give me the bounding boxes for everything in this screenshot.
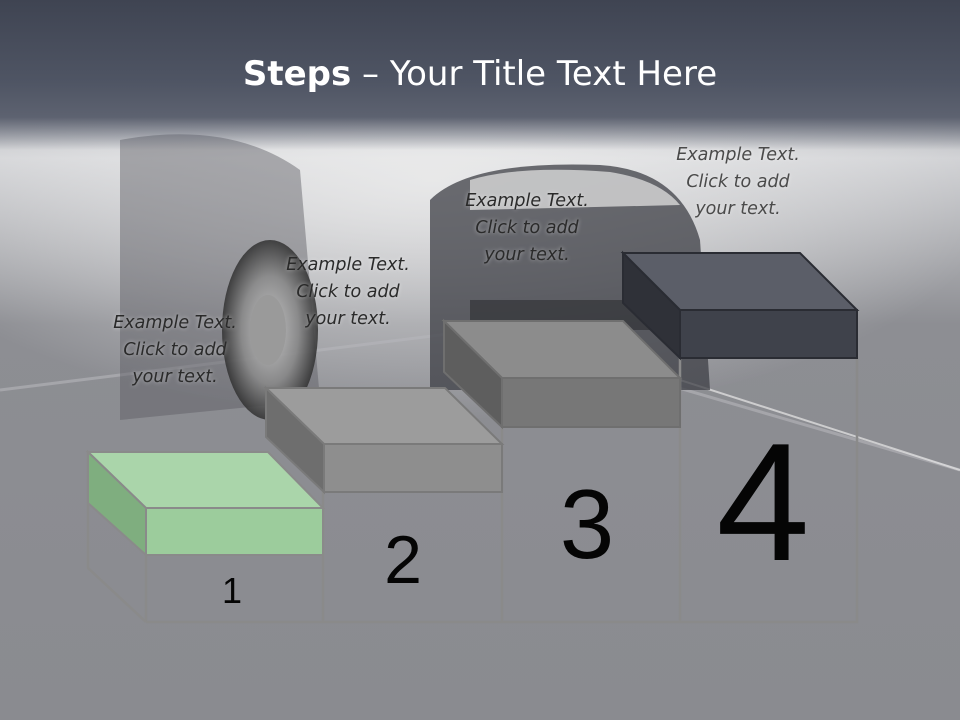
step-2-caption[interactable]: Example Text. Click to add your text. (263, 252, 433, 333)
title-bar (0, 0, 960, 150)
caption-line: Click to add (123, 340, 227, 360)
step-3-block[interactable] (441, 318, 683, 430)
caption-line: your text. (484, 245, 570, 265)
caption-line: Example Text. (113, 313, 237, 333)
step-4-block[interactable] (620, 250, 860, 361)
slide-title[interactable]: Steps – Your Title Text Here (0, 54, 960, 94)
title-bold-text: Steps (242, 54, 352, 94)
caption-line: Click to add (296, 282, 400, 302)
caption-line: Example Text. (286, 255, 410, 275)
step-2-number: 2 (384, 522, 422, 598)
step-4-number: 4 (716, 408, 810, 596)
caption-line: Click to add (475, 218, 579, 238)
caption-line: Example Text. (676, 145, 800, 165)
step-2-block[interactable] (263, 385, 505, 495)
step-3-number: 3 (559, 469, 615, 579)
step-1-block[interactable] (85, 449, 326, 558)
step-1-number: 1 (221, 570, 243, 611)
caption-line: your text. (305, 309, 391, 329)
step-1-caption[interactable]: Example Text. Click to add your text. (90, 310, 260, 391)
caption-line: Click to add (686, 172, 790, 192)
caption-line: your text. (695, 199, 781, 219)
title-rest-text: – Your Title Text Here (351, 54, 718, 94)
step-3-caption[interactable]: Example Text. Click to add your text. (442, 188, 612, 269)
step-4-caption[interactable]: Example Text. Click to add your text. (653, 142, 823, 223)
caption-line: Example Text. (465, 191, 589, 211)
caption-line: your text. (132, 367, 218, 387)
